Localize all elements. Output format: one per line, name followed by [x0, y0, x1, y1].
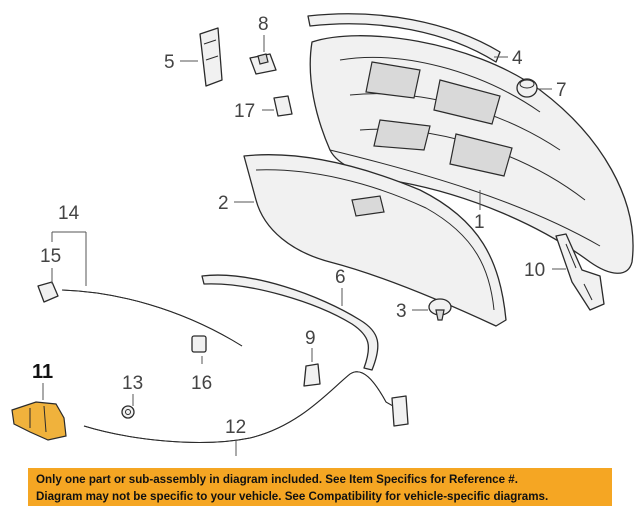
part-10-hinge [555, 233, 605, 311]
callout-17: 17 [234, 101, 255, 122]
part-13-grommet [121, 405, 135, 419]
callout-2: 2 [218, 193, 229, 214]
leader-lines [42, 35, 566, 456]
callout-6: 6 [335, 267, 346, 288]
callout-7: 7 [556, 80, 567, 101]
callout-4: 4 [512, 48, 523, 69]
part-8-clip [249, 53, 277, 75]
part-11-latch [11, 401, 67, 441]
callout-9: 9 [305, 328, 316, 349]
callout-14: 14 [58, 203, 80, 224]
part-17-clip [273, 95, 293, 117]
part-7-bumper [516, 78, 538, 98]
callout-11: 11 [32, 361, 53, 383]
callout-10: 10 [524, 260, 545, 281]
disclaimer-line-2: Diagram may not be specific to your vehi… [36, 490, 549, 503]
part-9-bumper [303, 363, 321, 387]
callout-8: 8 [258, 14, 269, 35]
disclaimer-line-1: Only one part or sub-assembly in diagram… [36, 473, 518, 486]
part-3-pushclip [428, 298, 452, 321]
callout-15: 15 [40, 246, 61, 267]
part-15-clip [37, 281, 59, 303]
part-14-cable [61, 289, 243, 347]
part-5-bracket [199, 27, 223, 87]
callout-1: 1 [474, 212, 485, 233]
part-6-seal [201, 274, 379, 371]
disclaimer-banner: Only one part or sub-assembly in diagram… [28, 468, 612, 506]
part-1-hood [309, 35, 634, 274]
part-16-block [191, 335, 207, 353]
callout-5: 5 [164, 52, 175, 73]
part-2-insulator [243, 154, 507, 327]
part-12-cable [83, 371, 409, 443]
callout-12: 12 [225, 417, 246, 438]
part-4-weatherstrip [307, 13, 501, 63]
callout-13: 13 [122, 373, 143, 394]
callout-3: 3 [396, 301, 407, 322]
callout-16: 16 [191, 373, 212, 394]
